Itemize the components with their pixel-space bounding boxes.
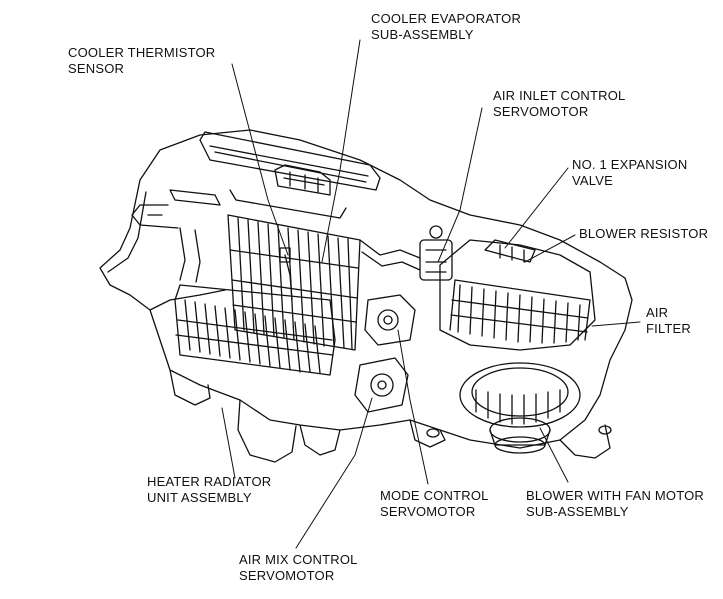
label-mode-servomotor-line2: SERVOMOTOR [380,504,476,519]
label-blower-fan-motor-line2: SUB-ASSEMBLY [526,504,629,519]
label-expansion-valve: NO. 1 EXPANSION VALVE [572,157,687,189]
servomotors [354,294,416,413]
blower-case [439,239,596,351]
label-heater-radiator-line2: UNIT ASSEMBLY [147,490,252,505]
evaporator-core [227,214,361,351]
label-air-mix-servomotor-line1: AIR MIX CONTROL [239,552,358,567]
label-air-filter: AIR FILTER [646,305,691,337]
expansion-valve-assembly [359,225,453,281]
hvac-housing [99,129,633,463]
label-air-inlet-servomotor-line2: SERVOMOTOR [493,104,589,119]
label-air-inlet-servomotor: AIR INLET CONTROL SERVOMOTOR [493,88,625,120]
label-cooler-thermistor-line2: SENSOR [68,61,125,76]
label-blower-fan-motor-line1: BLOWER WITH FAN MOTOR [526,488,705,503]
label-air-mix-servomotor: AIR MIX CONTROL SERVOMOTOR [239,552,358,584]
label-mode-servomotor: MODE CONTROL SERVOMOTOR [380,488,489,520]
label-mode-servomotor-line1: MODE CONTROL [380,488,489,503]
label-cooler-thermistor-line1: COOLER THERMISTOR [68,45,216,60]
label-expansion-valve-line1: NO. 1 EXPANSION [572,157,688,172]
label-blower-resistor-line1: BLOWER RESISTOR [579,226,709,241]
blower-motor [459,362,581,454]
label-air-mix-servomotor-line2: SERVOMOTOR [239,568,335,583]
leader-lines [221,39,641,549]
label-cooler-evaporator-line2: SUB-ASSEMBLY [371,27,474,42]
label-blower-resistor: BLOWER RESISTOR [579,226,708,242]
evaporator-case [199,131,381,219]
label-cooler-thermistor: COOLER THERMISTOR SENSOR [68,45,215,77]
label-cooler-evaporator: COOLER EVAPORATOR SUB-ASSEMBLY [371,11,521,43]
label-air-filter-line1: AIR [646,305,669,320]
label-air-filter-line2: FILTER [646,321,692,336]
label-blower-fan-motor: BLOWER WITH FAN MOTOR SUB-ASSEMBLY [526,488,704,520]
heater-core [131,189,336,376]
label-cooler-evaporator-line1: COOLER EVAPORATOR [371,11,522,26]
label-heater-radiator-line1: HEATER RADIATOR [147,474,272,489]
label-expansion-valve-line2: VALVE [572,173,613,188]
label-heater-radiator: HEATER RADIATOR UNIT ASSEMBLY [147,474,271,506]
label-air-inlet-servomotor-line1: AIR INLET CONTROL [493,88,626,103]
